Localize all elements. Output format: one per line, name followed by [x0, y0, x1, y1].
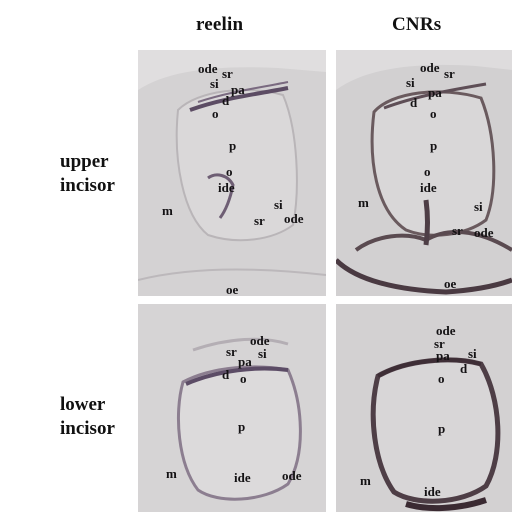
- label-m: m: [360, 473, 371, 488]
- label-si: si: [474, 199, 483, 214]
- label-oe: oe: [444, 276, 457, 291]
- label-si: si: [406, 75, 415, 90]
- tissue-section-upper-reelin: [138, 50, 326, 296]
- label-o: o: [240, 371, 247, 386]
- label-pa: pa: [436, 348, 450, 363]
- label-ode: ode: [436, 323, 456, 338]
- label-p: p: [229, 138, 237, 153]
- label-ode: ode: [474, 225, 494, 240]
- label-d: d: [410, 95, 418, 110]
- label-d: d: [222, 93, 230, 108]
- row-title-lower-incisor: lower incisor: [60, 393, 115, 441]
- label-sr: sr: [254, 213, 265, 228]
- label-pa: pa: [231, 82, 245, 97]
- label-ode: ode: [420, 60, 440, 75]
- label-p: p: [430, 138, 438, 153]
- column-title-cnrs: CNRs: [392, 14, 442, 35]
- tissue-section-lower-reelin: [138, 304, 326, 512]
- label-o: o: [430, 106, 437, 121]
- label-m: m: [162, 203, 173, 218]
- label-ode: ode: [198, 61, 218, 76]
- label-sr: sr: [444, 66, 455, 81]
- panel-upper-cnrs: ode sr si pa d o p o ide si sr ode m oe: [336, 50, 512, 296]
- row-title-upper-incisor: upper incisor: [60, 150, 115, 198]
- label-ide: ide: [424, 484, 441, 499]
- row-title-lower-line1: lower: [60, 394, 106, 415]
- label-o: o: [212, 106, 219, 121]
- label-sr: sr: [222, 66, 233, 81]
- label-d: d: [222, 367, 230, 382]
- label-ode: ode: [250, 333, 270, 348]
- label-p: p: [438, 421, 446, 436]
- label-pa: pa: [428, 85, 442, 100]
- label-d: d: [460, 361, 468, 376]
- panel-lower-cnrs: ode sr pa si o d p ide m: [336, 304, 512, 512]
- label-pa: pa: [238, 354, 252, 369]
- label-si: si: [468, 346, 477, 361]
- label-ide: ide: [234, 470, 251, 485]
- row-title-upper-line2: incisor: [60, 175, 115, 196]
- row-title-upper-line1: upper: [60, 151, 109, 172]
- panel-upper-reelin: ode sr si pa d o p o ide si sr ode m oe: [138, 50, 326, 296]
- label-o: o: [226, 164, 233, 179]
- label-p: p: [238, 419, 246, 434]
- label-ode: ode: [282, 468, 302, 483]
- tissue-section-lower-cnrs: [336, 304, 512, 512]
- label-m: m: [166, 466, 177, 481]
- label-sr: sr: [452, 223, 463, 238]
- label-si: si: [274, 197, 283, 212]
- label-ide: ide: [218, 180, 235, 195]
- label-sr: sr: [226, 344, 237, 359]
- label-sr: sr: [434, 336, 445, 351]
- label-si: si: [258, 346, 267, 361]
- label-o: o: [424, 164, 431, 179]
- label-si: si: [210, 76, 219, 91]
- label-ide: ide: [420, 180, 437, 195]
- label-oe: oe: [226, 282, 239, 296]
- tissue-section-upper-cnrs: [336, 50, 512, 296]
- panel-lower-reelin: ode sr si pa d o p ide ode m: [138, 304, 326, 512]
- label-o: o: [438, 371, 445, 386]
- row-title-lower-line2: incisor: [60, 418, 115, 439]
- label-ode: ode: [284, 211, 304, 226]
- column-title-reelin: reelin: [196, 14, 244, 35]
- label-m: m: [358, 195, 369, 210]
